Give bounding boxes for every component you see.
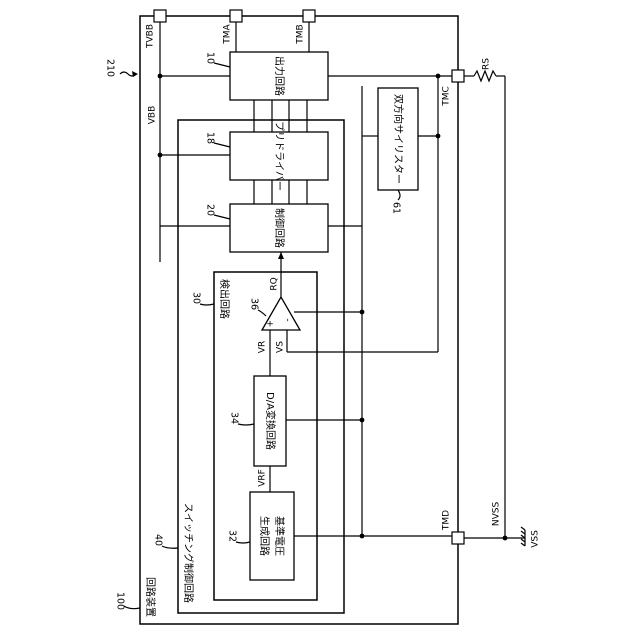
block-34-number: 34	[229, 412, 240, 424]
vrf-label: VRF	[258, 469, 268, 487]
figure-ref-number: 210	[105, 59, 116, 77]
rq-label: RQ	[270, 277, 280, 290]
reference-voltage-label-2: 生成回路	[258, 516, 271, 556]
block-10-number: 10	[205, 52, 216, 64]
thyristor-label: 双方向サイリスター	[392, 94, 405, 184]
terminal-tmb	[303, 10, 315, 22]
terminal-tvbb	[154, 10, 166, 22]
comparator-number: 36	[249, 298, 260, 310]
tvbb-label: TVBB	[146, 24, 156, 49]
tma-label: TMA	[223, 23, 233, 44]
terminal-tma	[230, 10, 242, 22]
block-32-number: 32	[227, 530, 238, 542]
vr-label: VR	[258, 341, 268, 353]
thyristor-number: 61	[391, 202, 402, 214]
comparator-minus: -	[283, 318, 293, 321]
output-circuit-label: 出力回路	[273, 56, 286, 96]
terminal-tmd	[452, 532, 464, 544]
device-number: 100	[115, 592, 126, 610]
vs-label: VS	[276, 341, 286, 353]
switching-control-label: スイッチング制御回路	[182, 503, 195, 603]
block-18-number: 18	[205, 132, 216, 144]
block-20-number: 20	[205, 204, 216, 216]
block-reference-voltage	[250, 492, 294, 580]
detect-number: 30	[191, 292, 202, 304]
switch-ctrl-number: 40	[153, 534, 164, 546]
tmb-label: TMB	[296, 24, 306, 44]
nvss-label: NVSS	[492, 502, 502, 527]
reference-voltage-label-1: 基準電圧	[273, 516, 286, 556]
pre-driver-label: プリドライバー	[273, 121, 285, 191]
detection-circuit-label: 検出回路	[218, 279, 231, 319]
tmd-label: TMD	[442, 510, 452, 531]
circuit-device-label: 回路装置	[144, 577, 157, 617]
comparator-plus: +	[266, 320, 274, 330]
control-circuit-label: 制御回路	[273, 208, 286, 248]
vss-label: VSS	[531, 530, 541, 548]
rs-label: RS	[482, 58, 492, 70]
vbb-label: VBB	[148, 106, 158, 125]
da-converter-label: D/A変換回路	[264, 392, 277, 450]
terminal-tmc	[452, 70, 464, 82]
tmc-label: TMC	[442, 86, 452, 107]
